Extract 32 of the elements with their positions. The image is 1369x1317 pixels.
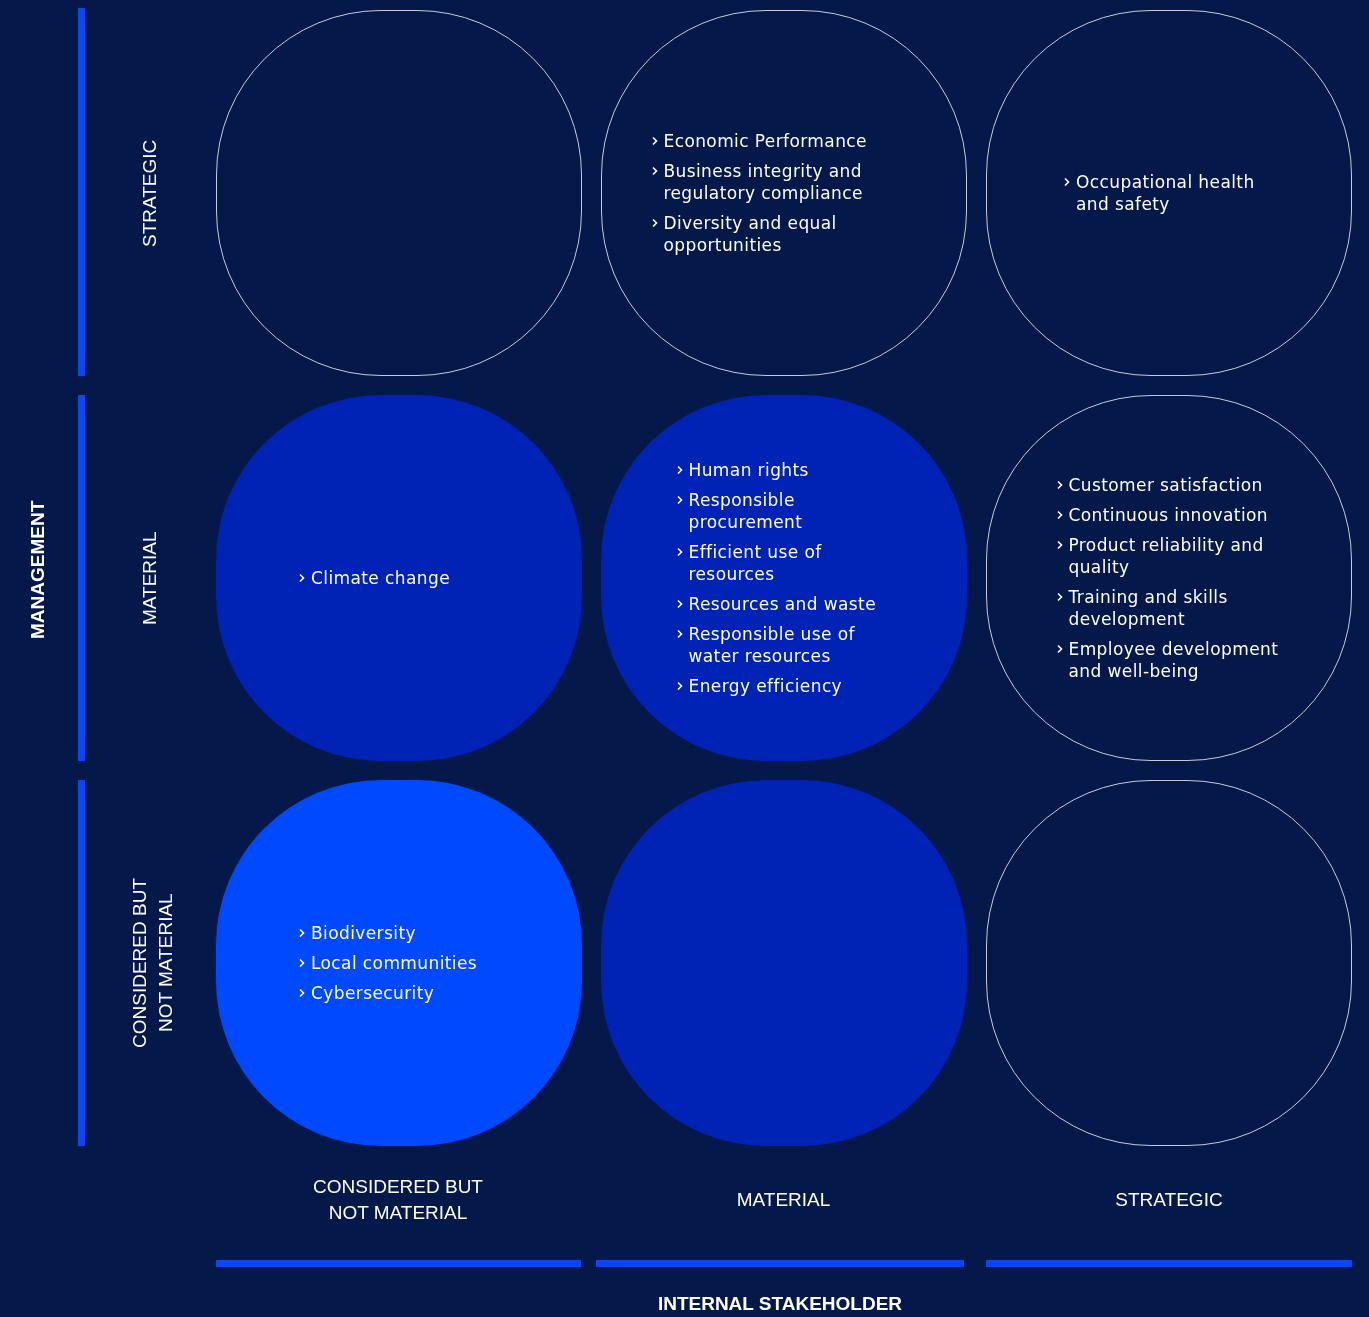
- topic-card: [986, 10, 1352, 376]
- axis-label: CONSIDERED BUT NOT MATERIAL: [312, 1175, 484, 1225]
- list-item: Continuous innovation: [1068, 504, 1269, 526]
- axis-label: CONSIDERED BUT NOT MATERIAL: [128, 877, 177, 1050]
- axis-label: STRATEGIC: [1114, 1188, 1224, 1212]
- list-item: Employee development and well-being: [1068, 638, 1280, 682]
- list-item: Training and skills development: [1068, 586, 1229, 630]
- empty-card: [216, 10, 582, 376]
- list-item: Energy efficiency: [688, 675, 843, 697]
- list-item: Product reliability and quality: [1068, 534, 1265, 578]
- list-item: Biodiversity: [311, 922, 416, 944]
- list-item: Economic Performance: [663, 130, 867, 152]
- axis-label: MATERIAL: [735, 1188, 832, 1212]
- list-item: Cybersecurity: [311, 982, 435, 1004]
- axis-label: STRATEGIC: [138, 138, 161, 249]
- list-item: Responsible procurement: [688, 489, 804, 533]
- list-item: Local communities: [311, 952, 478, 974]
- list-item: Occupational health and safety: [1076, 171, 1256, 215]
- list-item: Customer satisfaction: [1068, 474, 1263, 496]
- list-item: Business integrity and regulatory compliance: [663, 160, 864, 204]
- topic-card: [601, 10, 967, 376]
- list-item: Resources and waste: [688, 593, 876, 615]
- list-item: Responsible use of water resources: [688, 623, 856, 667]
- axis-title: MANAGEMENT: [26, 499, 49, 642]
- list-item: Climate change: [311, 567, 450, 589]
- topic-card: [986, 395, 1352, 761]
- list-item: Human rights: [688, 459, 809, 481]
- axis-label: MATERIAL: [138, 530, 161, 627]
- empty-card: [986, 780, 1352, 1146]
- axis-title: INTERNAL STAKEHOLDER: [656, 1291, 904, 1316]
- list-item: Efficient use of resources: [688, 541, 823, 585]
- list-item: Diversity and equal opportunities: [663, 212, 838, 256]
